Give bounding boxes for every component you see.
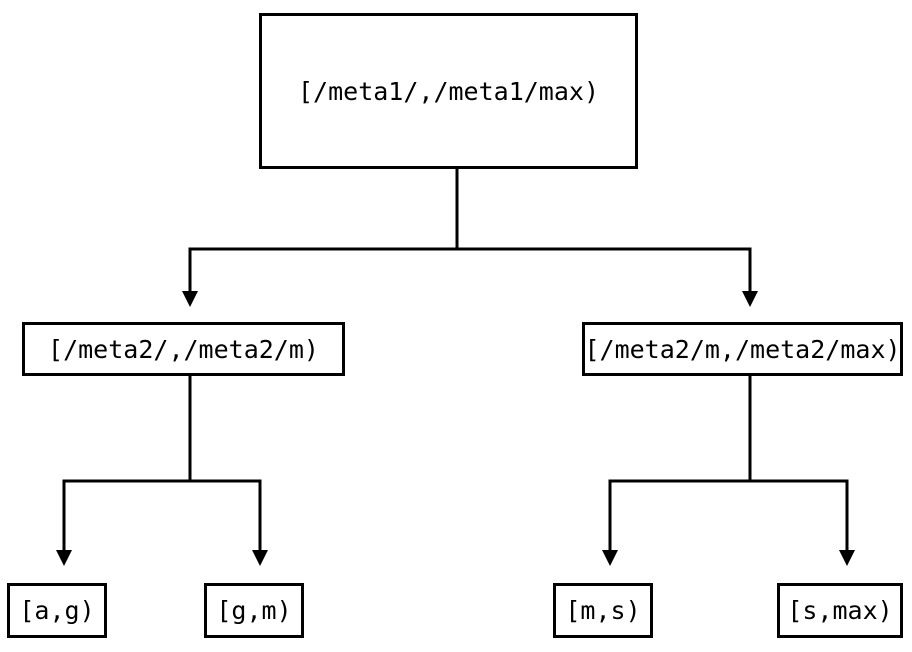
node-leaf-g-m: [g,m) (204, 583, 304, 638)
edge-right-child-split-line (608, 479, 849, 552)
arrowhead-down-icon (602, 550, 618, 566)
node-leaf-m-s: [m,s) (553, 583, 653, 638)
node-leaf-a-g: [a,g) (7, 583, 107, 638)
node-root-interval: [/meta1/,/meta1/max) (259, 13, 638, 169)
node-left-child-interval: [/meta2/,/meta2/m) (22, 322, 345, 376)
edge-left-child-split-line (62, 479, 262, 552)
node-right-child-interval: [/meta2/m,/meta2/max) (582, 322, 903, 376)
arrowhead-down-icon (252, 550, 268, 566)
arrowhead-down-icon (56, 550, 72, 566)
edge-root-split-line (188, 247, 752, 293)
arrowhead-down-icon (839, 550, 855, 566)
arrowhead-down-icon (182, 291, 198, 307)
node-leaf-s-max: [s,max) (777, 583, 903, 638)
arrowhead-down-icon (742, 291, 758, 307)
